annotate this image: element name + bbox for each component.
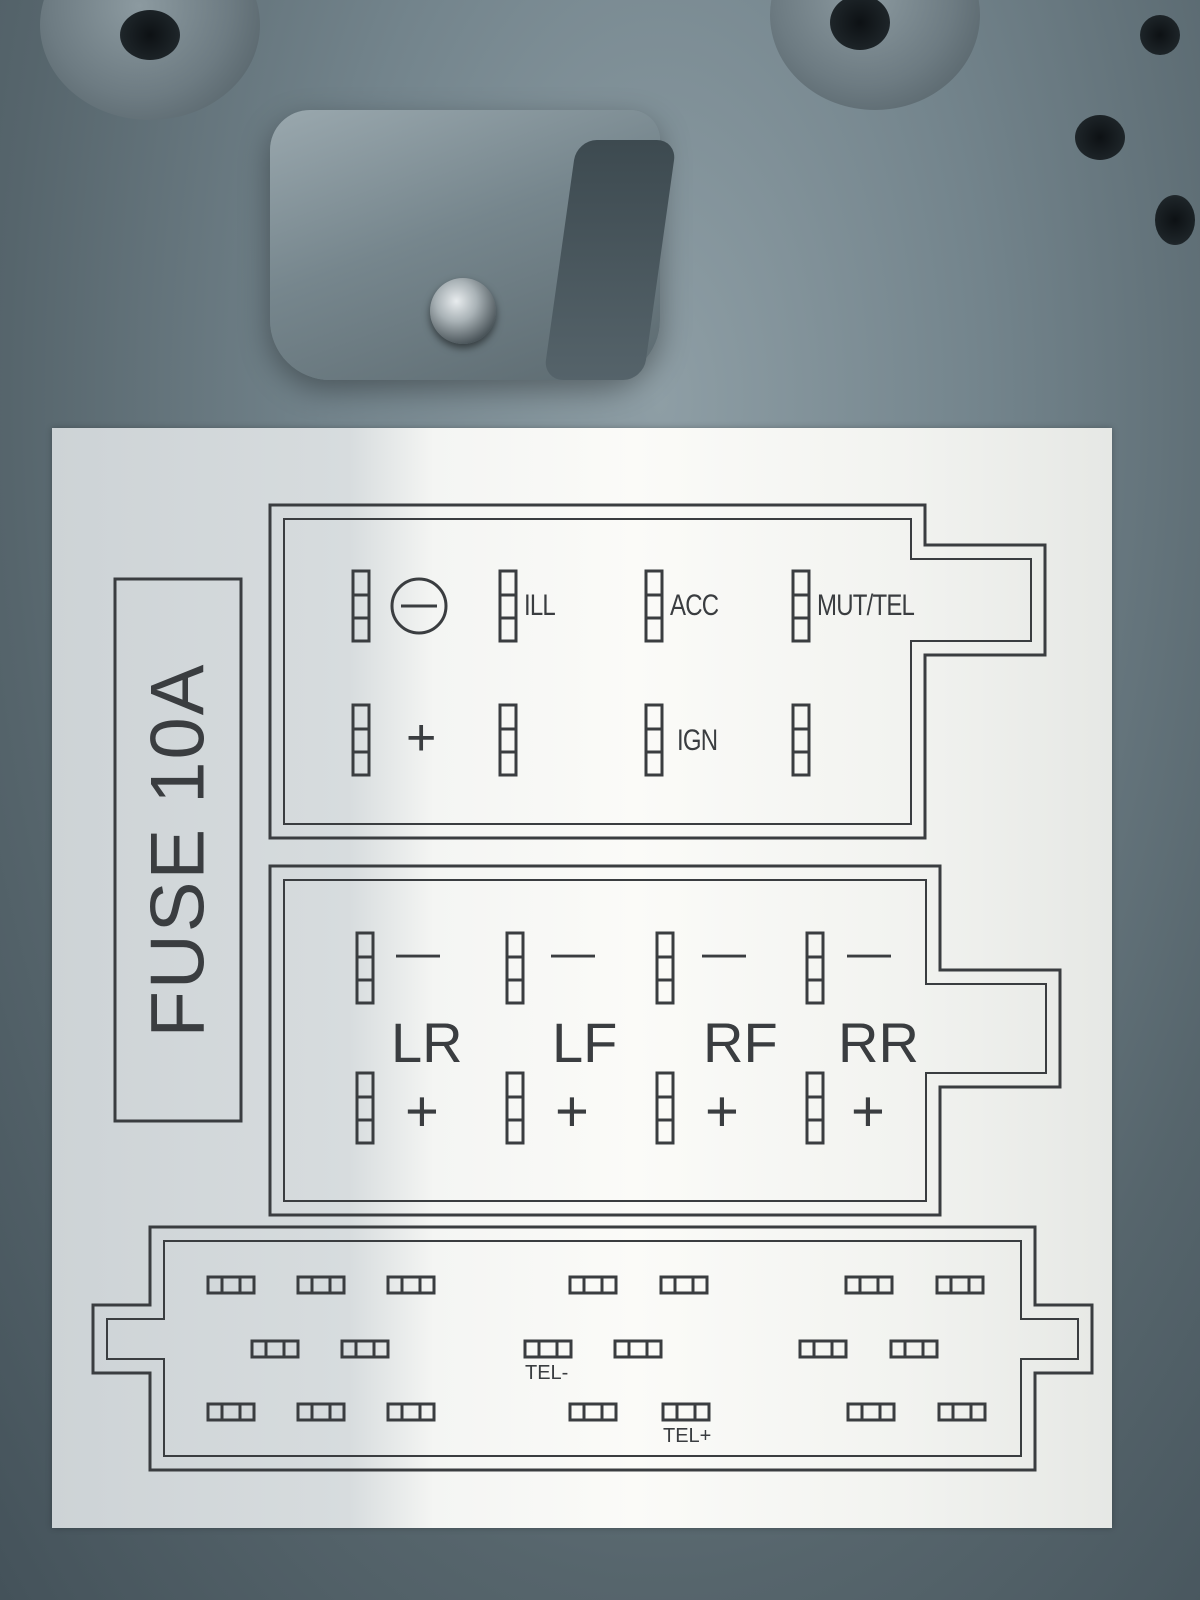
power-pin — [791, 703, 811, 777]
aux-pin — [568, 1402, 618, 1422]
aux-pin — [889, 1339, 939, 1359]
power-pin — [644, 703, 664, 777]
aux-pin — [523, 1339, 573, 1359]
bracket-screw — [430, 278, 496, 344]
aux-pin — [296, 1402, 346, 1422]
power-pin — [498, 569, 518, 643]
aux-pin — [613, 1339, 663, 1359]
aux-pin — [206, 1275, 256, 1295]
rr-label: RR — [838, 1011, 919, 1074]
aux-pin — [937, 1402, 987, 1422]
aux-pin — [844, 1275, 894, 1295]
vent-hole-3 — [1140, 15, 1180, 55]
speaker-pin — [655, 931, 675, 1005]
aux-pin — [296, 1275, 346, 1295]
power-pin — [351, 703, 371, 777]
fuse-rating: FUSE 10A — [115, 579, 241, 1121]
lr-neg: — — [396, 928, 440, 977]
mounting-hole-right — [830, 0, 890, 50]
speaker-connector-outline — [268, 864, 1062, 1217]
aux-pin — [206, 1402, 256, 1422]
aux-pin — [250, 1339, 300, 1359]
lr-pos: + — [405, 1079, 439, 1144]
ign-label: IGN — [677, 724, 718, 757]
speaker-connector-inner — [283, 879, 1047, 1202]
lf-pos: + — [555, 1079, 589, 1144]
fuse-box-outline — [113, 577, 243, 1123]
rf-pos: + — [705, 1079, 739, 1144]
speaker-pin — [805, 931, 825, 1005]
aux-pin — [568, 1275, 618, 1295]
aux-pin — [386, 1275, 436, 1295]
aux-connector-inner — [106, 1240, 1079, 1457]
ground-circle-icon — [390, 577, 448, 635]
lf-label: LF — [552, 1011, 618, 1074]
rf-neg: — — [702, 928, 746, 977]
rr-neg: — — [847, 928, 891, 977]
speaker-pin — [355, 931, 375, 1005]
ill-label: ILL — [524, 589, 556, 622]
tel-minus-label: TEL- — [525, 1362, 569, 1384]
plus-symbol: + — [406, 709, 437, 767]
aux-connector-outline — [91, 1225, 1094, 1472]
speaker-pin — [505, 1071, 525, 1145]
wiring-sticker — [52, 428, 1112, 1528]
vent-hole-2 — [1155, 195, 1195, 245]
mounting-hole-left — [120, 10, 180, 60]
aux-pin — [386, 1402, 436, 1422]
rf-label: RF — [703, 1011, 778, 1074]
power-pin — [644, 569, 664, 643]
speaker-pin — [355, 1071, 375, 1145]
speaker-pin — [655, 1071, 675, 1145]
mut-tel-label: MUT/TEL — [817, 589, 915, 622]
speaker-pin — [505, 931, 525, 1005]
rr-pos: + — [851, 1079, 885, 1144]
acc-label: ACC — [670, 589, 719, 622]
tel-plus-label: TEL+ — [663, 1425, 712, 1447]
power-pin — [351, 569, 371, 643]
vent-hole-1 — [1075, 115, 1125, 160]
aux-pin — [846, 1402, 896, 1422]
fuse-label: FUSE 10A — [135, 662, 221, 1038]
speaker-pin — [805, 1071, 825, 1145]
aux-pin — [340, 1339, 390, 1359]
lr-label: LR — [391, 1011, 463, 1074]
power-connector-outline — [268, 503, 1047, 840]
lf-neg: — — [551, 928, 595, 977]
aux-pin — [659, 1275, 709, 1295]
power-pin — [791, 569, 811, 643]
aux-pin — [935, 1275, 985, 1295]
power-pin — [498, 703, 518, 777]
aux-pin — [661, 1402, 711, 1422]
power-connector-inner — [283, 518, 1032, 825]
aux-pin — [798, 1339, 848, 1359]
